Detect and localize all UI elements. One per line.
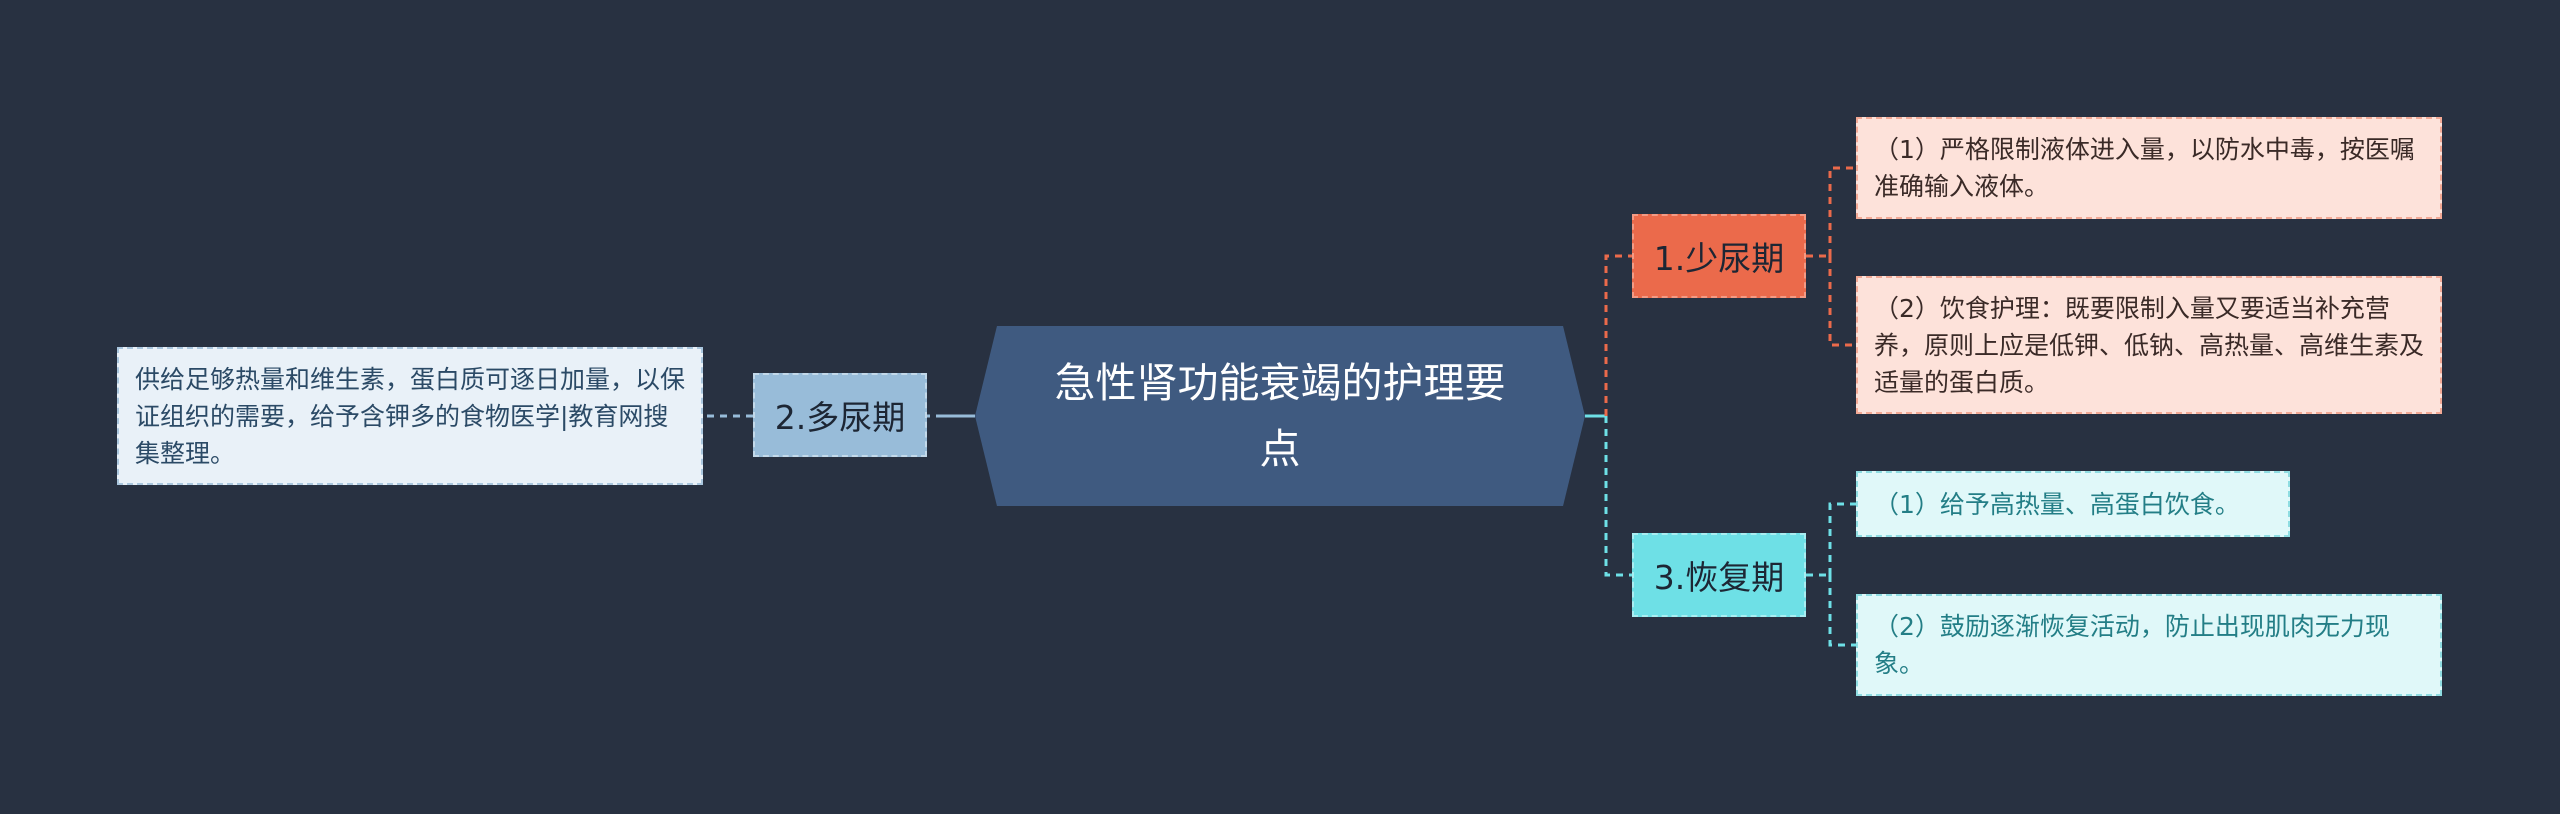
- branch-huifu-label: 3.恢复期: [1653, 558, 1785, 597]
- leaf-shaoniao-item-2[interactable]: （2）饮食护理：既要限制入量又要适当补充营养，原则上应是低钾、低钠、高热量、高维…: [1856, 276, 2442, 414]
- branch-duoniao-label: 2.多尿期: [774, 398, 906, 437]
- leaf-shaoniao-item-2-text: （2）饮食护理：既要限制入量又要适当补充营养，原则上应是低钾、低钠、高热量、高维…: [1874, 293, 2425, 397]
- leaf-duoniao-item-1[interactable]: 供给足够热量和维生素，蛋白质可逐日加量，以保证组织的需要，给予含钾多的食物医学|…: [117, 347, 703, 485]
- leaf-shaoniao-item-1-text: （1）严格限制液体进入量，以防水中毒，按医嘱准确输入液体。: [1874, 135, 2415, 201]
- connector-huifu-leaf-2: [1828, 575, 1856, 647]
- branch-shaoniao[interactable]: 1.少尿期: [1632, 214, 1806, 298]
- connector-shaoniao-leaf-2: [1828, 256, 1856, 347]
- leaf-huifu-item-1[interactable]: （1）给予高热量、高蛋白饮食。: [1856, 471, 2290, 537]
- branch-shaoniao-label: 1.少尿期: [1653, 239, 1785, 278]
- branch-huifu[interactable]: 3.恢复期: [1632, 533, 1806, 617]
- branch-duoniao[interactable]: 2.多尿期: [753, 373, 927, 457]
- connector-huifu-leaf-1: [1828, 502, 1856, 575]
- leaf-huifu-item-2-text: （2）鼓励逐渐恢复活动，防止出现肌肉无力现象。: [1874, 612, 2390, 678]
- connector-to-shaoniao: [1604, 254, 1632, 416]
- central-topic[interactable]: 急性肾功能衰竭的护理要点: [975, 326, 1585, 506]
- leaf-shaoniao-item-1[interactable]: （1）严格限制液体进入量，以防水中毒，按医嘱准确输入液体。: [1856, 117, 2442, 219]
- leaf-huifu-item-1-text: （1）给予高热量、高蛋白饮食。: [1874, 489, 2240, 519]
- connector-shaoniao-leaf-1: [1828, 166, 1856, 256]
- leaf-duoniao-item-1-text: 供给足够热量和维生素，蛋白质可逐日加量，以保证组织的需要，给予含钾多的食物医学|…: [135, 364, 686, 468]
- central-topic-label: 急性肾功能衰竭的护理要点: [1054, 359, 1506, 473]
- connector-to-huifu: [1604, 416, 1632, 577]
- leaf-huifu-item-2[interactable]: （2）鼓励逐渐恢复活动，防止出现肌肉无力现象。: [1856, 594, 2442, 696]
